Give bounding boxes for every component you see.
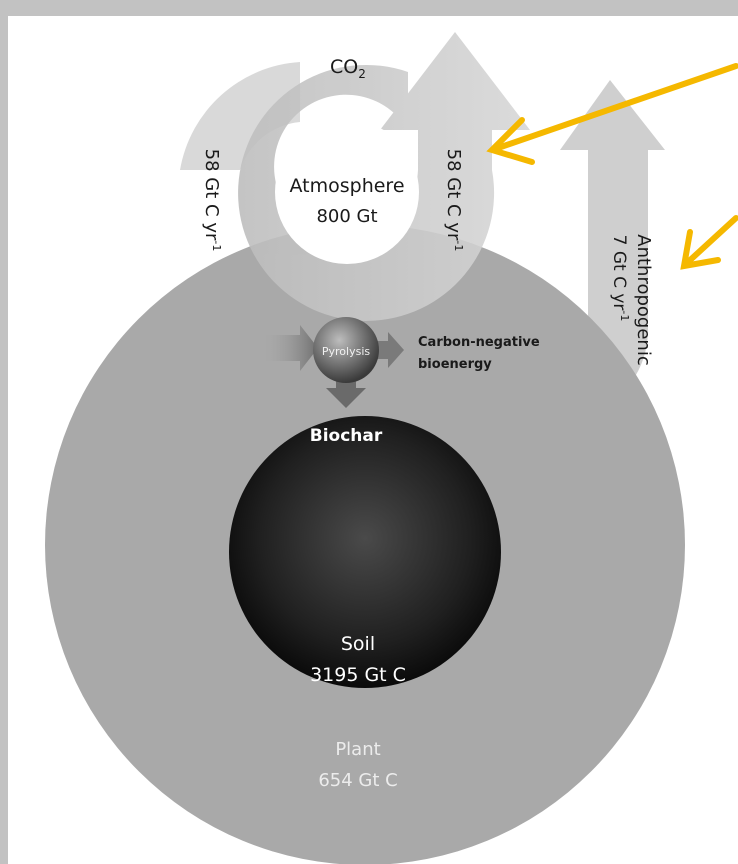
anthropogenic-flux: 7 Gt C yr-1 bbox=[609, 235, 631, 322]
soil-amount: 3195 Gt C bbox=[310, 664, 406, 686]
biochar-label: Biochar bbox=[310, 426, 383, 446]
feed-arrow bbox=[262, 325, 318, 371]
atmosphere-name: Atmosphere bbox=[289, 175, 404, 197]
anthropogenic-name: Anthropogenic bbox=[633, 234, 654, 365]
soil-disc bbox=[229, 416, 501, 688]
carbon-negative-label: Carbon-negative bbox=[418, 335, 540, 350]
atmosphere-amount: 800 Gt bbox=[316, 206, 377, 227]
svg-text:58 Gt C yr-1: 58 Gt C yr-1 bbox=[201, 149, 223, 252]
bioenergy-label: bioenergy bbox=[418, 357, 492, 372]
svg-text:7 Gt C yr-1: 7 Gt C yr-1 bbox=[609, 235, 631, 322]
soil-name: Soil bbox=[341, 633, 375, 655]
co2-label: CO2 bbox=[330, 56, 366, 81]
atmosphere-core bbox=[275, 120, 419, 264]
anthropogenic-arrow bbox=[558, 80, 665, 420]
plant-name: Plant bbox=[335, 739, 380, 760]
highlight-arrow bbox=[680, 215, 738, 270]
left-flux-label: 58 Gt C yr-1 bbox=[201, 149, 223, 252]
right-flux-label: 58 Gt C yr-1 bbox=[443, 149, 465, 252]
pyrolysis-label: Pyrolysis bbox=[322, 345, 371, 358]
svg-text:Anthropogenic: Anthropogenic bbox=[633, 234, 654, 365]
bioenergy-arrow bbox=[372, 332, 404, 368]
pyrolysis-sphere bbox=[313, 317, 379, 383]
svg-text:58 Gt C yr-1: 58 Gt C yr-1 bbox=[443, 149, 465, 252]
highlight-arrow bbox=[486, 63, 738, 165]
plant-amount: 654 Gt C bbox=[318, 770, 397, 791]
